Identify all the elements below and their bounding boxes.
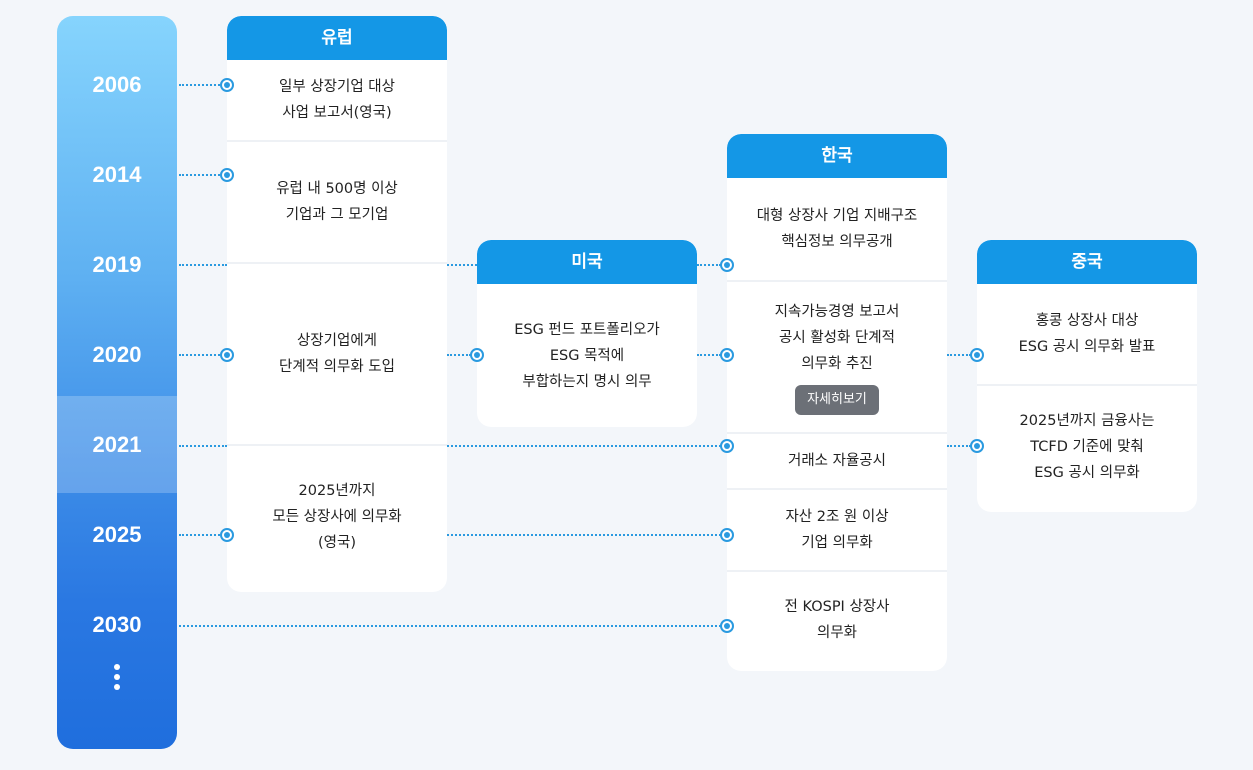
text-line: 단계적 의무화 도입 [279,359,395,375]
connector-line [447,534,721,536]
timeline-node-icon [720,258,734,272]
year-label: 2030 [92,612,142,637]
korea-item: 자산 2조 원 이상 기업 의무화 [727,490,947,570]
year-label: 2014 [92,162,142,187]
china-item: 2025년까지 금융사는 TCFD 기준에 맞춰 ESG 공시 의무화 [977,386,1197,512]
connector-line [179,534,223,536]
text-line: ESG 목적에 [549,347,625,364]
timeline-node-icon [720,528,734,542]
china-header: 중국 [977,240,1197,284]
connector-line [179,445,227,447]
connector-line [179,264,227,266]
korea-item: 지속가능경영 보고서 공시 활성화 단계적 의무화 추진 자세히보기 [727,282,947,432]
connector-line [947,445,971,447]
europe-item: 2025년까지 모든 상장사에 의무화 (영국) [227,446,447,592]
divider [227,444,447,446]
timeline-node-icon [720,439,734,453]
text-line: ESG 공시 의무화 발표 [1018,339,1156,355]
detail-button[interactable]: 자세히보기 [795,385,879,415]
divider [977,384,1197,386]
year-label: 2006 [92,72,142,97]
timeline-node-icon [220,348,234,362]
text-line: 2025년까지 금융사는 [1019,413,1155,429]
divider [227,140,447,142]
text-line: 상장기업에게 [296,333,378,349]
korea-header: 한국 [727,134,947,178]
timeline-node-icon [220,168,234,182]
text-line: ESG 펀드 포트폴리오가 [514,321,660,338]
connector-line [179,625,721,627]
connector-line [179,174,223,176]
europe-item: 유럽 내 500명 이상 기업과 그 모기업 [227,142,447,262]
timeline-node-icon [970,348,984,362]
usa-card: 미국 ESG 펀드 포트폴리오가 ESG 목적에 부합하는지 명시 의무 [477,240,697,427]
connector-line [179,84,223,86]
year-highlight [57,396,177,493]
timeline-node-icon [720,348,734,362]
europe-card: 유럽 일부 상장기업 대상 사업 보고서(영국) 유럽 내 500명 이상 기업… [227,16,447,592]
divider [227,262,447,264]
year-label: 2025 [92,522,142,547]
europe-item: 상장기업에게 단계적 의무화 도입 [227,264,447,444]
year-label: 2019 [92,252,142,277]
divider [727,488,947,490]
timeline-node-icon [970,439,984,453]
divider [727,432,947,434]
connector-line [447,445,721,447]
text-line: 공시 활성화 단계적 [779,330,895,346]
connector-line [179,354,223,356]
korea-item: 전 KOSPI 상장사 의무화 [727,572,947,662]
year-label: 2020 [92,342,142,367]
text-line: 핵심정보 의무공개 [781,234,893,250]
text-line: 거래소 자율공시 [788,453,886,469]
text-line: 기업과 그 모기업 [285,207,389,223]
timeline-node-icon [720,619,734,633]
connector-line [447,354,471,356]
usa-item: ESG 펀드 포트폴리오가 ESG 목적에 부합하는지 명시 의무 [477,284,697,427]
year-label: 2021 [92,432,142,457]
text-line: 대형 상장사 기업 지배구조 [756,208,918,224]
divider [727,280,947,282]
divider [727,570,947,572]
china-item: 홍콩 상장사 대상 ESG 공시 의무화 발표 [977,284,1197,384]
usa-header: 미국 [477,240,697,284]
europe-item: 일부 상장기업 대상 사업 보고서(영국) [227,60,447,140]
text-line: 유럽 내 500명 이상 [276,181,398,197]
connector-line [947,354,971,356]
korea-card: 한국 대형 상장사 기업 지배구조 핵심정보 의무공개 지속가능경영 보고서 공… [727,134,947,671]
text-line: 지속가능경영 보고서 [774,304,900,320]
text-line: 기업 의무화 [801,535,873,551]
europe-header: 유럽 [227,16,447,60]
text-line: ESG 공시 의무화 [1034,465,1140,481]
text-line: 전 KOSPI 상장사 [784,599,890,615]
text-line: TCFD 기준에 맞춰 [1030,439,1144,455]
text-line: 2025년까지 [298,483,376,499]
korea-item: 대형 상장사 기업 지배구조 핵심정보 의무공개 [727,178,947,280]
connector-line [697,354,721,356]
text-line: 일부 상장기업 대상 [279,79,395,95]
text-line: 의무화 추진 [801,356,873,372]
timeline-bar: 2006 2014 2019 2020 2021 2025 2030 [57,16,177,749]
timeline-node-icon [220,78,234,92]
korea-item: 거래소 자율공시 [727,434,947,488]
text-line: 자산 2조 원 이상 [785,509,889,525]
text-line: 사업 보고서(영국) [282,105,392,121]
more-dots-icon [112,664,122,694]
china-card: 중국 홍콩 상장사 대상 ESG 공시 의무화 발표 2025년까지 금융사는 … [977,240,1197,512]
connector-line [697,264,721,266]
text-line: 홍콩 상장사 대상 [1035,313,1139,329]
text-line: 모든 상장사에 의무화 [272,509,402,525]
text-line: 의무화 [816,625,858,641]
text-line: 부합하는지 명시 의무 [522,373,652,390]
timeline-node-icon [470,348,484,362]
text-line: (영국) [318,535,356,551]
timeline-node-icon [220,528,234,542]
connector-line [447,264,477,266]
